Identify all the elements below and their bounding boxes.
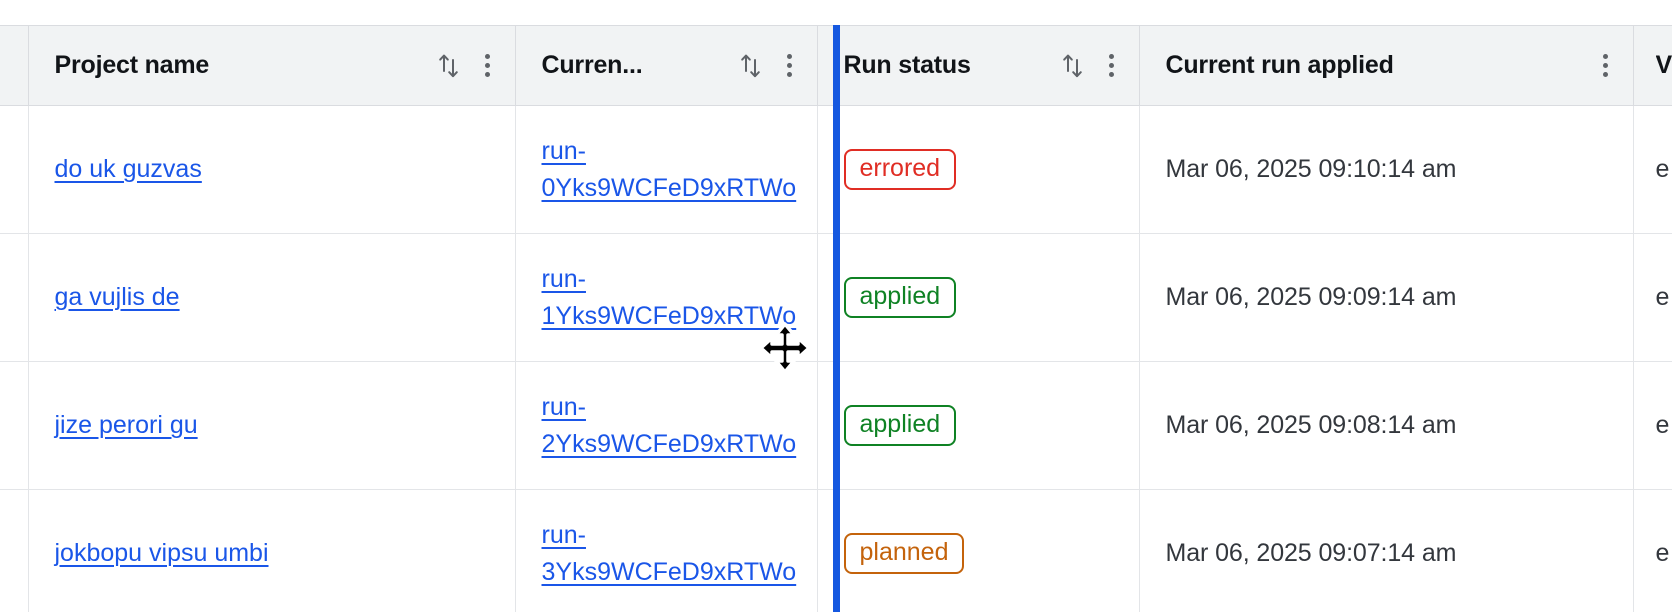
cell-current-run: run-3Yks9WCFeD9xRTWo xyxy=(515,489,818,612)
project-name-link[interactable]: do uk guzvas xyxy=(54,155,202,183)
partial-value: e xyxy=(1655,283,1670,311)
current-run-link[interactable]: run-3Yks9WCFeD9xRTWo xyxy=(541,520,797,586)
column-header-label-project-name: Project name xyxy=(54,51,210,79)
status-badge: applied xyxy=(843,277,957,318)
sort-icon[interactable] xyxy=(437,51,461,81)
cell-project-name: ga vujlis de xyxy=(28,233,516,362)
status-badge: planned xyxy=(843,533,965,574)
table-header: Project name xyxy=(0,25,1672,106)
kebab-dot xyxy=(485,54,490,59)
kebab-dot xyxy=(1109,72,1114,77)
partial-value: e xyxy=(1655,539,1670,567)
column-resize-guideline[interactable] xyxy=(833,25,840,612)
cell-project-name: do uk guzvas xyxy=(28,105,516,234)
cell-current-run: run-0Yks9WCFeD9xRTWo xyxy=(515,105,818,234)
cell-current-run-applied: Mar 06, 2025 09:09:14 am xyxy=(1139,233,1634,362)
current-run-link[interactable]: run-2Yks9WCFeD9xRTWo xyxy=(541,392,797,458)
row-gutter xyxy=(0,361,29,490)
cell-run-status: errored xyxy=(817,105,1140,234)
cell-partial: e xyxy=(1633,233,1672,362)
cell-run-status: applied xyxy=(817,233,1140,362)
column-menu-kebab-icon[interactable] xyxy=(1595,51,1617,81)
column-menu-kebab-icon[interactable] xyxy=(1101,51,1123,81)
row-gutter xyxy=(0,489,29,612)
kebab-dot xyxy=(787,63,792,68)
status-badge: errored xyxy=(843,149,957,190)
cell-project-name: jize perori gu xyxy=(28,361,516,490)
kebab-dot xyxy=(1603,54,1608,59)
column-menu-kebab-icon[interactable] xyxy=(477,51,499,81)
kebab-dot xyxy=(787,72,792,77)
table-row[interactable]: do uk guzvas run-0Yks9WCFeD9xRTWo errore… xyxy=(0,105,1672,234)
column-header-current-run-applied[interactable]: Current run applied xyxy=(1139,25,1634,106)
table-row[interactable]: jokbopu vipsu umbi run-3Yks9WCFeD9xRTWo … xyxy=(0,489,1672,612)
current-run-applied-value: Mar 06, 2025 09:10:14 am xyxy=(1165,155,1457,183)
status-badge: applied xyxy=(843,405,957,446)
column-header-partial[interactable]: V xyxy=(1633,25,1672,106)
kebab-dot xyxy=(1603,72,1608,77)
current-run-applied-value: Mar 06, 2025 09:08:14 am xyxy=(1165,411,1457,439)
cell-partial: e xyxy=(1633,105,1672,234)
project-name-link[interactable]: jokbopu vipsu umbi xyxy=(54,539,269,567)
column-header-gutter xyxy=(0,25,29,106)
column-menu-kebab-icon[interactable] xyxy=(779,51,801,81)
cell-current-run: run-2Yks9WCFeD9xRTWo xyxy=(515,361,818,490)
row-gutter xyxy=(0,233,29,362)
cell-current-run-applied: Mar 06, 2025 09:07:14 am xyxy=(1139,489,1634,612)
table-row[interactable]: jize perori gu run-2Yks9WCFeD9xRTWo appl… xyxy=(0,361,1672,490)
partial-value: e xyxy=(1655,411,1670,439)
current-run-applied-value: Mar 06, 2025 09:07:14 am xyxy=(1165,539,1457,567)
column-header-label-run-status: Run status xyxy=(843,51,971,79)
table-row[interactable]: ga vujlis de run-1Yks9WCFeD9xRTWo applie… xyxy=(0,233,1672,362)
cell-current-run-applied: Mar 06, 2025 09:10:14 am xyxy=(1139,105,1634,234)
partial-value: e xyxy=(1655,155,1670,183)
column-header-label-current-run-applied: Current run applied xyxy=(1165,51,1394,79)
sort-icon[interactable] xyxy=(1061,51,1085,81)
table-header-row: Project name xyxy=(0,25,1672,106)
kebab-dot xyxy=(787,54,792,59)
cell-run-status: planned xyxy=(817,489,1140,612)
sort-icon[interactable] xyxy=(739,51,763,81)
kebab-dot xyxy=(1603,63,1608,68)
table-body: do uk guzvas run-0Yks9WCFeD9xRTWo errore… xyxy=(0,105,1672,612)
kebab-dot xyxy=(485,72,490,77)
column-header-label-partial: V xyxy=(1655,51,1672,79)
column-header-current-run[interactable]: Curren... xyxy=(515,25,818,106)
cell-partial: e xyxy=(1633,361,1672,490)
cell-current-run-applied: Mar 06, 2025 09:08:14 am xyxy=(1139,361,1634,490)
project-name-link[interactable]: jize perori gu xyxy=(54,411,198,439)
kebab-dot xyxy=(1109,54,1114,59)
kebab-dot xyxy=(485,63,490,68)
projects-table: Project name xyxy=(0,25,1672,612)
cell-project-name: jokbopu vipsu umbi xyxy=(28,489,516,612)
row-gutter xyxy=(0,105,29,234)
current-run-link[interactable]: run-1Yks9WCFeD9xRTWo xyxy=(541,264,797,330)
column-header-run-status[interactable]: Run status xyxy=(817,25,1140,106)
cell-current-run: run-1Yks9WCFeD9xRTWo xyxy=(515,233,818,362)
project-name-link[interactable]: ga vujlis de xyxy=(54,283,180,311)
column-header-project-name[interactable]: Project name xyxy=(28,25,516,106)
cell-run-status: applied xyxy=(817,361,1140,490)
column-header-label-current-run: Curren... xyxy=(541,51,643,79)
cell-partial: e xyxy=(1633,489,1672,612)
current-run-link[interactable]: run-0Yks9WCFeD9xRTWo xyxy=(541,136,797,202)
current-run-applied-value: Mar 06, 2025 09:09:14 am xyxy=(1165,283,1457,311)
kebab-dot xyxy=(1109,63,1114,68)
